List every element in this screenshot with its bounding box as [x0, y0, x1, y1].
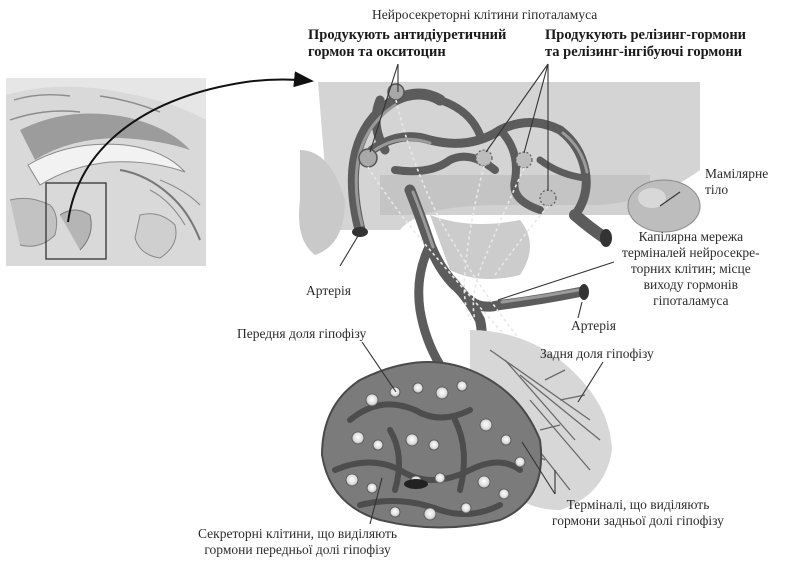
vessel-section — [404, 479, 428, 489]
artery-right-end — [579, 284, 589, 300]
label-artery-left: Артерія — [306, 283, 351, 299]
label-adh-oxytocin: Продукують антидіуретичний гормон та окс… — [308, 27, 506, 61]
artery-capillary-end — [600, 229, 612, 247]
label-secretory-cells: Секреторні клітини, що виділяють гормони… — [198, 526, 397, 558]
label-posterior-lobe: Задня доля гіпофізу — [540, 346, 654, 362]
diagram-title: Нейросекреторні клітини гіпоталамуса — [372, 7, 597, 23]
label-capillary-network: Капілярна мережа терміналей нейросекре- … — [622, 229, 760, 309]
label-releasing-hormones: Продукують релізинг-гормони та релізинг-… — [545, 27, 746, 61]
mammillary-body — [628, 180, 700, 232]
label-anterior-lobe: Передня доля гіпофізу — [237, 326, 366, 342]
artery-left-end — [352, 227, 368, 237]
label-terminals: Терміналі, що виділяють гормони задньої … — [552, 497, 724, 529]
label-artery-right: Артерія — [571, 318, 616, 334]
brain-inset — [6, 78, 206, 266]
label-mammillary-body: Мамілярне тіло — [705, 166, 768, 198]
